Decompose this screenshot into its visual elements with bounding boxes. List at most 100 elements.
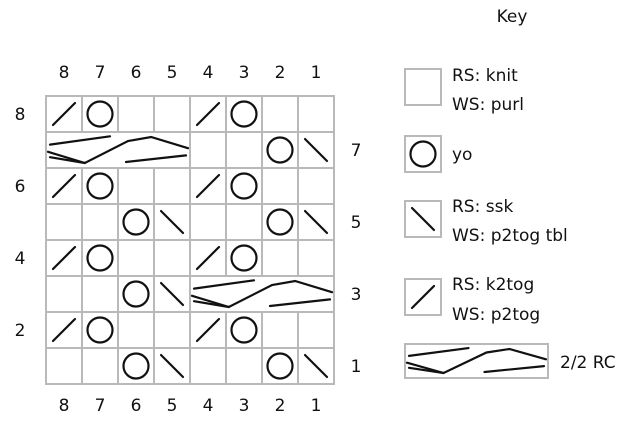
- column-number-top: 6: [131, 63, 142, 83]
- cable-cross-line: [405, 347, 548, 375]
- chart-row-5: [45, 203, 335, 241]
- k2tog-icon: [51, 245, 77, 271]
- stitch-cell: [153, 167, 191, 205]
- yo-icon: [230, 316, 258, 344]
- yo-icon: [266, 208, 294, 236]
- stitch-cell: [297, 167, 335, 205]
- k2tog-icon: [195, 245, 221, 271]
- ssk-icon: [159, 353, 185, 379]
- chart-row-7: [45, 131, 335, 169]
- stitch-grid: [45, 95, 335, 385]
- ssk-icon: [410, 206, 436, 232]
- column-number-bottom: 7: [95, 396, 106, 416]
- stitch-cell: [225, 203, 263, 241]
- cable-cross-line: [190, 279, 334, 309]
- stitch-cell: [117, 311, 155, 349]
- stitch-cell: [297, 239, 335, 277]
- cable-back-line: [192, 279, 332, 309]
- column-number-bottom: 4: [203, 396, 214, 416]
- stitch-cell: [45, 275, 83, 313]
- yo-icon: [230, 100, 258, 128]
- key-label: WS: p2tog: [452, 305, 540, 325]
- stitch-cell: [189, 131, 227, 169]
- yo-icon: [122, 280, 150, 308]
- stitch-cell: [153, 239, 191, 277]
- row-number: 3: [351, 285, 362, 305]
- stitch-cell: [117, 167, 155, 205]
- row-number: 2: [15, 321, 26, 341]
- yo-icon: [230, 172, 258, 200]
- stitch-cell: [261, 311, 299, 349]
- key-label: yo: [452, 145, 472, 165]
- chart-row-3: [45, 275, 335, 313]
- row-number: 8: [15, 105, 26, 125]
- column-number-top: 8: [59, 63, 70, 83]
- k2tog-icon: [51, 317, 77, 343]
- yo-icon: [122, 352, 150, 380]
- stitch-cell: [297, 95, 335, 133]
- key-entry-2-2-rc: 2/2 RC: [404, 343, 616, 379]
- key-swatch: [404, 68, 442, 106]
- ssk-icon: [303, 209, 329, 235]
- column-number-top: 2: [275, 63, 286, 83]
- row-number: 1: [351, 357, 362, 377]
- stitch-cell: [153, 311, 191, 349]
- chart-row-2: [45, 311, 335, 349]
- stitch-cell: [261, 239, 299, 277]
- k2tog-icon: [410, 284, 436, 310]
- stitch-cell: [297, 311, 335, 349]
- stitch-cell: [189, 203, 227, 241]
- ssk-icon: [303, 137, 329, 163]
- ssk-icon: [159, 209, 185, 235]
- stitch-cell: [45, 203, 83, 241]
- column-number-bottom: 1: [311, 396, 322, 416]
- stitch-cell: [261, 95, 299, 133]
- yo-icon: [86, 244, 114, 272]
- k2tog-icon: [51, 101, 77, 127]
- row-number: 4: [15, 249, 26, 269]
- stitch-cell: [117, 239, 155, 277]
- stitch-cell: [45, 347, 83, 385]
- chart-row-8: [45, 95, 335, 133]
- key-label: RS: k2tog: [452, 275, 534, 295]
- ssk-icon: [303, 353, 329, 379]
- key-title: Key: [497, 7, 528, 27]
- k2tog-icon: [51, 173, 77, 199]
- column-number-bottom: 3: [239, 396, 250, 416]
- k2tog-icon: [195, 317, 221, 343]
- stitch-cell: [261, 167, 299, 205]
- chart-row-6: [45, 167, 335, 205]
- key-label: RS: knit: [452, 66, 518, 86]
- column-number-bottom: 5: [167, 396, 178, 416]
- column-number-bottom: 2: [275, 396, 286, 416]
- ssk-icon: [159, 281, 185, 307]
- yo-icon: [86, 316, 114, 344]
- column-number-bottom: 8: [59, 396, 70, 416]
- stitch-cell: [153, 95, 191, 133]
- column-number-top: 1: [311, 63, 322, 83]
- key-label: RS: ssk: [452, 197, 513, 217]
- cable-back-line: [407, 346, 546, 375]
- stitch-cell: [225, 347, 263, 385]
- key-entry-yo: yo: [404, 135, 472, 173]
- key-swatch: [404, 343, 549, 379]
- yo-icon: [266, 352, 294, 380]
- key-label: WS: p2tog tbl: [452, 226, 568, 246]
- chart-row-4: [45, 239, 335, 277]
- key-label: WS: purl: [452, 95, 524, 115]
- yo-icon: [86, 172, 114, 200]
- stitch-cell: [81, 347, 119, 385]
- row-number: 5: [351, 213, 362, 233]
- key-label: 2/2 RC: [560, 353, 616, 373]
- yo-icon: [230, 244, 258, 272]
- column-number-top: 3: [239, 63, 250, 83]
- yo-icon: [266, 136, 294, 164]
- cable-back-line: [48, 135, 188, 165]
